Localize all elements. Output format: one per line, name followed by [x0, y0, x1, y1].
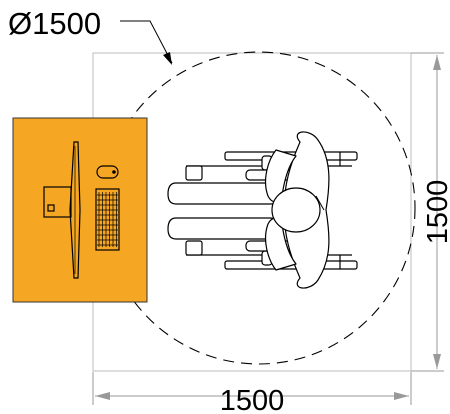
head — [271, 187, 321, 233]
monitor-icon — [43, 141, 81, 279]
turning-circle — [102, 51, 416, 365]
depth-dimension-line — [411, 52, 444, 372]
mouse-icon — [96, 165, 119, 179]
wheelchair-user-icon — [167, 131, 358, 289]
keyboard-icon — [95, 188, 120, 251]
diameter-label: Ø1500 — [8, 6, 101, 41]
depth-label: 1500 — [422, 180, 450, 245]
width-dimension-line — [92, 372, 412, 405]
width-label: 1500 — [220, 385, 285, 414]
diameter-leader — [120, 20, 173, 65]
